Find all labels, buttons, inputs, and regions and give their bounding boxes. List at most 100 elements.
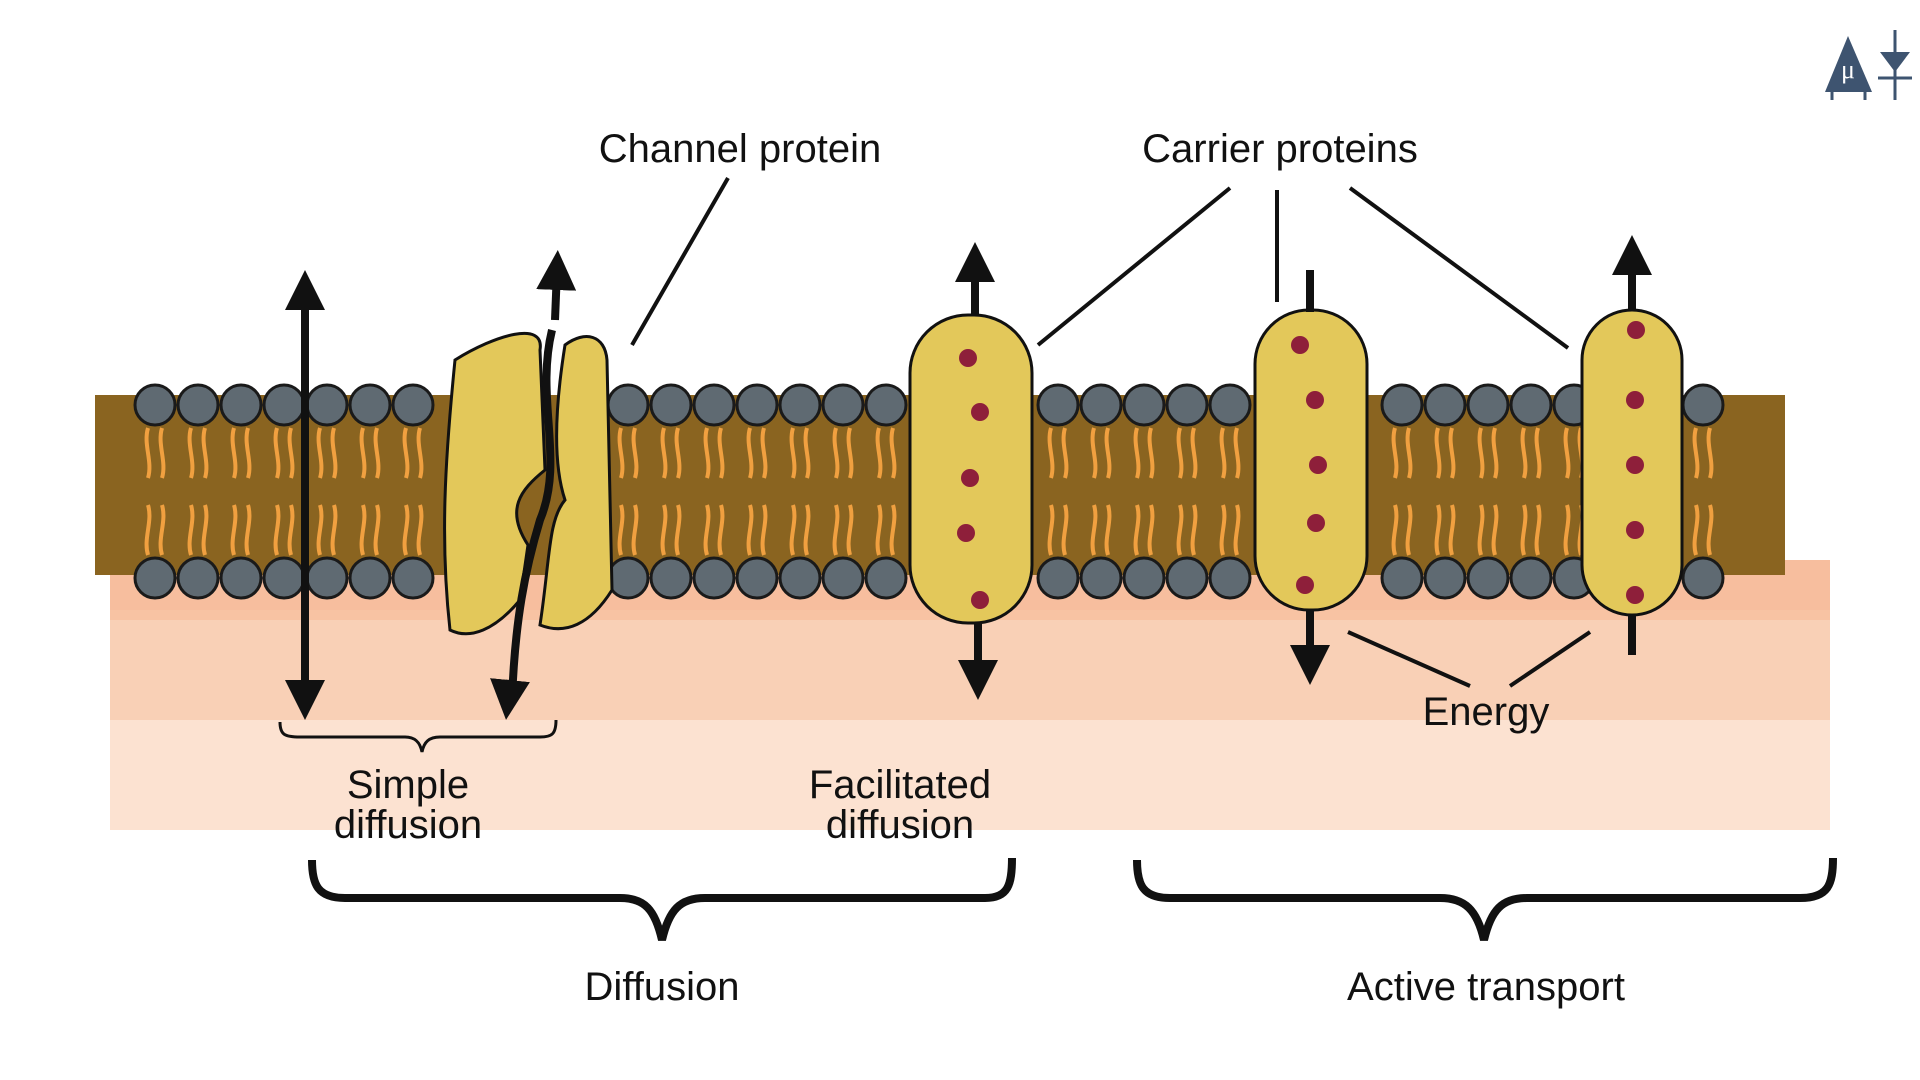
phospholipid-head <box>133 556 177 600</box>
lipid-tail <box>660 427 668 479</box>
lipid-tail <box>1563 427 1571 479</box>
lipid-tail <box>416 504 424 556</box>
channel-arrow-head <box>536 250 577 321</box>
lipid-tail <box>846 427 854 479</box>
carrier-protein-1 <box>908 313 1034 625</box>
phospholipid-head <box>1208 556 1252 600</box>
lipid-tail <box>1692 427 1700 479</box>
braces <box>278 719 1837 941</box>
leader-lines <box>630 177 1592 688</box>
label-energy: Energy <box>1423 690 1550 734</box>
lipid-tail <box>1061 504 1069 556</box>
lipid-tail <box>746 427 754 479</box>
lipid-tail <box>1133 504 1141 556</box>
lipid-tail <box>1448 504 1456 556</box>
label-channel-protein: Channel protein <box>599 127 881 171</box>
lipid-tail <box>187 504 195 556</box>
phospholipid-head <box>864 556 908 600</box>
lipid-tail <box>244 427 252 479</box>
lipid-tail <box>789 504 797 556</box>
lipid-tail <box>373 427 381 479</box>
lipid-tail <box>144 504 152 556</box>
lipid-tail <box>201 427 209 479</box>
lipid-tail <box>1061 427 1069 479</box>
phospholipid-head <box>735 556 779 600</box>
lipid-tail <box>674 504 682 556</box>
lipid-tail <box>1147 504 1155 556</box>
lab-flask-logo-icon: μ <box>1825 30 1912 100</box>
phospholipid-head <box>778 383 822 427</box>
lipid-tail <box>1233 504 1241 556</box>
active-transport-brace <box>1133 857 1837 941</box>
lipid-tail <box>330 504 338 556</box>
phospholipid-head <box>1036 383 1080 427</box>
label-simple-diffusion-2: diffusion <box>334 803 482 847</box>
phospholipid-head <box>1079 556 1123 600</box>
lipid-tail <box>1090 427 1098 479</box>
lipid-tail <box>1520 427 1528 479</box>
lipid-tail <box>416 427 424 479</box>
lipid-tail <box>1176 427 1184 479</box>
phospholipid-head <box>1509 556 1553 600</box>
lipid-tail <box>875 504 883 556</box>
lipid-tail <box>832 427 840 479</box>
lipid-tail <box>373 504 381 556</box>
lipid-tail <box>230 427 238 479</box>
phospholipid-head <box>348 383 392 427</box>
lipid-tail <box>273 427 281 479</box>
lipid-tail <box>703 504 711 556</box>
lipid-tail <box>158 427 166 479</box>
lipid-tail <box>144 427 152 479</box>
phospholipid-head <box>649 556 693 600</box>
label-facilitated-diffusion-1: Facilitated <box>809 763 991 807</box>
lipid-tail <box>402 504 410 556</box>
lipid-tail <box>273 504 281 556</box>
label-carrier-proteins: Carrier proteins <box>1142 127 1418 171</box>
lipid-tail <box>1090 504 1098 556</box>
lipid-tail <box>1405 504 1413 556</box>
carrier-protein-3 <box>1580 308 1684 617</box>
lipid-tail <box>832 504 840 556</box>
phospholipid-head <box>1380 383 1424 427</box>
phospholipid-head <box>1509 383 1553 427</box>
lipid-tail <box>402 427 410 479</box>
phospholipid-head <box>348 556 392 600</box>
phospholipid-head <box>1681 383 1725 427</box>
phospholipid-head <box>262 383 306 427</box>
svg-text:μ: μ <box>1841 55 1855 84</box>
lipid-tail <box>1534 504 1542 556</box>
phospholipid-head <box>1466 383 1510 427</box>
channel-arrow-tail <box>490 678 530 720</box>
lipid-tail <box>1391 427 1399 479</box>
lipid-tail <box>1176 504 1184 556</box>
lipid-tail <box>1047 427 1055 479</box>
lipid-tail <box>1692 504 1700 556</box>
phospholipid-head <box>821 383 865 427</box>
label-active-transport: Active transport <box>1347 965 1625 1009</box>
phospholipid-head <box>1165 383 1209 427</box>
lipid-tail <box>703 427 711 479</box>
lipid-tail <box>617 504 625 556</box>
phospholipid-head <box>649 383 693 427</box>
lipid-tail <box>330 427 338 479</box>
phospholipid-head <box>1208 383 1252 427</box>
labels: Channel protein Carrier proteins Simple … <box>334 127 1625 1009</box>
lipid-tails <box>144 427 1714 556</box>
phospholipid-head <box>219 556 263 600</box>
lipid-tail <box>1520 504 1528 556</box>
phospholipid-head <box>305 556 349 600</box>
lipid-tail <box>1448 427 1456 479</box>
phospholipid-head <box>176 383 220 427</box>
lipid-tail <box>201 504 209 556</box>
phospholipid-head <box>133 383 177 427</box>
lipid-tail <box>1233 427 1241 479</box>
label-facilitated-diffusion-2: diffusion <box>826 803 974 847</box>
phospholipid-head <box>1165 556 1209 600</box>
phospholipid-head <box>692 556 736 600</box>
transport-arrows <box>285 235 1652 720</box>
lipid-tail <box>1133 427 1141 479</box>
phospholipid-head <box>864 383 908 427</box>
phospholipid-head <box>1380 556 1424 600</box>
lipid-tail <box>359 427 367 479</box>
